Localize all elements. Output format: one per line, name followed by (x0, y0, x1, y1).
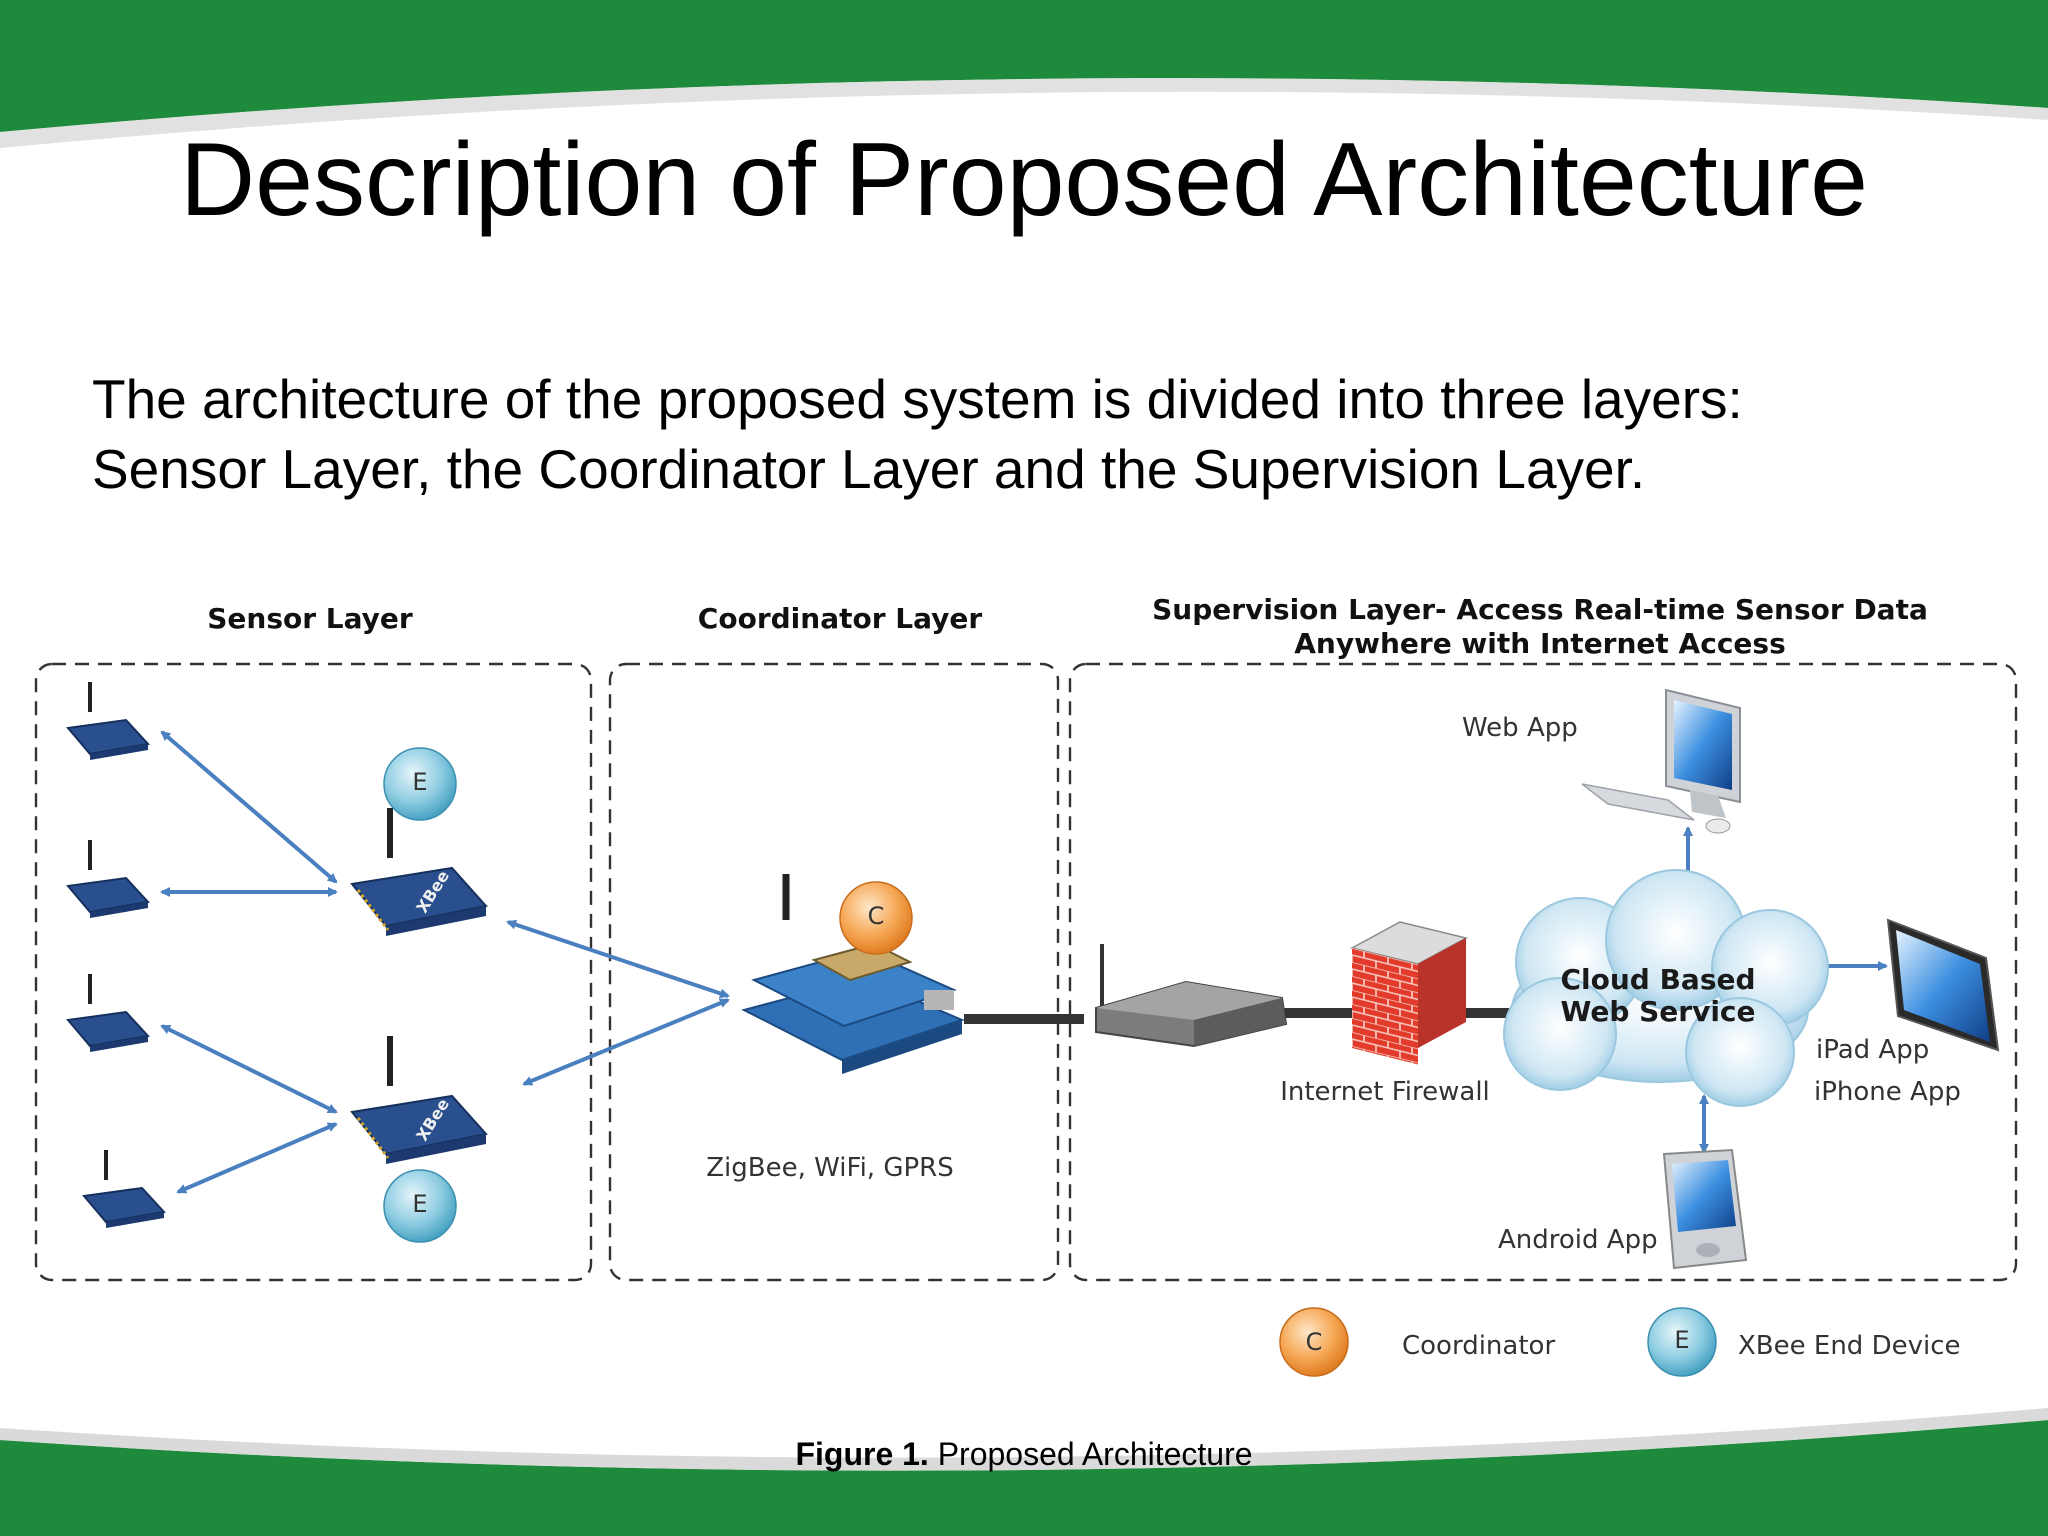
supervision-title-line-1: Supervision Layer- Access Real-time Sens… (1152, 593, 1928, 626)
web-app-label: Web App (1462, 713, 1578, 743)
supervision-layer-box (1068, 662, 2018, 1282)
figure-caption: Figure 1. Proposed Architecture (0, 1436, 2048, 1473)
slide-body: The architecture of the proposed system … (92, 364, 1992, 504)
desktop-computer (1581, 688, 1741, 834)
legend-end-device-label: XBee End Device (1738, 1331, 1961, 1361)
caption-prefix: Figure 1. (795, 1436, 929, 1472)
body-line-2: Sensor Layer, the Coordinator Layer and … (92, 438, 1646, 500)
xbee-large-module (350, 808, 488, 936)
sensor-layer-title: Sensor Layer (207, 602, 413, 635)
coordinator-badge-letter: C (867, 902, 885, 930)
router (1095, 944, 1288, 1048)
end-device-badge-top (383, 747, 457, 821)
firewall-label: Internet Firewall (1280, 1077, 1490, 1107)
caption-text: Proposed Architecture (937, 1436, 1253, 1472)
ipad-app-label: iPad App (1816, 1035, 1930, 1065)
cloud-label-line-1: Cloud Based (1560, 963, 1756, 996)
legend-end-device-letter: E (1674, 1326, 1690, 1354)
legend-coordinator-badge (1279, 1307, 1349, 1377)
android-app-label: Android App (1498, 1225, 1658, 1255)
end-device-badge-bottom (383, 1169, 457, 1243)
legend-coordinator-letter: C (1305, 1328, 1323, 1356)
legend-coordinator-label: Coordinator (1402, 1331, 1556, 1361)
phone-device (1662, 1148, 1748, 1270)
network-cables (964, 1008, 1516, 1024)
xbee-small-module (66, 974, 150, 1052)
protocols-label: ZigBee, WiFi, GPRS (706, 1153, 954, 1183)
xbee-small-module (66, 682, 150, 760)
supervision-title-line-2: Anywhere with Internet Access (1294, 627, 1786, 660)
supervision-layer-title: Supervision Layer- Access Real-time Sens… (1100, 593, 1980, 661)
firewall (1349, 921, 1469, 1065)
cloud-shape (1503, 869, 1829, 1107)
sensor-layer-box (34, 662, 593, 1282)
slide-title: Description of Proposed Architecture (180, 122, 1868, 238)
tablet-device (1886, 918, 2000, 1052)
coordinator-layer-title: Coordinator Layer (697, 602, 983, 635)
iphone-app-label: iPhone App (1814, 1077, 1961, 1107)
coordinator-badge (839, 881, 913, 955)
xbee-small-module (82, 1150, 166, 1228)
coordinator-board (741, 874, 965, 1074)
cloud-label-line-2: Web Service (1560, 995, 1756, 1028)
top-banner (0, 0, 2048, 148)
bottom-banner (0, 1408, 2048, 1536)
cloud-label: Cloud Based Web Service (1540, 964, 1776, 1028)
xbee-small-module (66, 840, 150, 918)
body-line-1: The architecture of the proposed system … (92, 368, 1743, 430)
end-device-badge-letter: E (412, 1190, 428, 1218)
end-device-badge-letter: E (412, 768, 428, 796)
legend-end-device-badge (1647, 1307, 1717, 1377)
xbee-large-module (350, 1036, 488, 1164)
